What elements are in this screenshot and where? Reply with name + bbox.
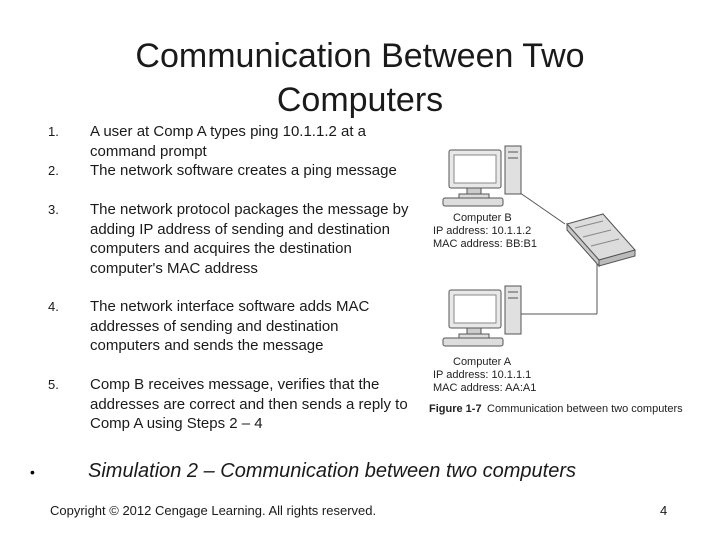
bullet-icon: • <box>30 464 35 480</box>
page-number: 4 <box>660 503 668 518</box>
steps-list: 1. A user at Comp A types ping 10.1.1.2 … <box>40 122 410 434</box>
step-text: The network software creates a ping mess… <box>90 162 397 179</box>
computer-a-icon <box>442 285 522 347</box>
switch-icon <box>566 213 636 268</box>
figure-caption-number: Figure 1-7 <box>429 403 482 415</box>
computer-b-mac: MAC address: BB:B1 <box>433 238 537 250</box>
step-number: 4. <box>48 299 59 314</box>
step-text: Comp B receives message, verifies that t… <box>90 376 408 432</box>
step-number: 1. <box>48 124 59 139</box>
step-number: 2. <box>48 163 59 178</box>
step-item: 1. A user at Comp A types ping 10.1.1.2 … <box>40 122 410 161</box>
step-text: The network protocol packages the messag… <box>90 201 409 277</box>
simulation-link: Simulation 2 – Communication between two… <box>88 460 577 482</box>
step-item: 4. The network interface software adds M… <box>40 297 410 375</box>
copyright-footer: Copyright © 2012 Cengage Learning. All r… <box>50 503 377 518</box>
computer-a-name: Computer A <box>453 356 512 368</box>
step-text: A user at Comp A types ping 10.1.1.2 at … <box>90 123 367 160</box>
step-number: 3. <box>48 202 59 217</box>
computer-b-icon <box>442 145 522 207</box>
computer-b-ip: IP address: 10.1.1.2 <box>433 225 532 237</box>
step-text: The network interface software adds MAC … <box>90 298 370 354</box>
slide-title: Communication Between Two Computers <box>135 37 585 119</box>
step-item: 5. Comp B receives message, verifies tha… <box>40 375 410 434</box>
step-item: 2. The network software creates a ping m… <box>40 161 410 200</box>
figure-caption-text: Communication between two computers <box>487 403 683 415</box>
step-number: 5. <box>48 377 59 392</box>
network-diagram <box>442 145 636 347</box>
step-item: 3. The network protocol packages the mes… <box>40 200 410 297</box>
computer-a-mac: MAC address: AA:A1 <box>433 382 537 394</box>
computer-a-ip: IP address: 10.1.1.1 <box>433 369 532 381</box>
cable-b-to-switch <box>512 187 566 225</box>
network-figure: Computer B IP address: 10.1.1.2 MAC addr… <box>425 138 715 423</box>
computer-b-name: Computer B <box>453 212 512 224</box>
